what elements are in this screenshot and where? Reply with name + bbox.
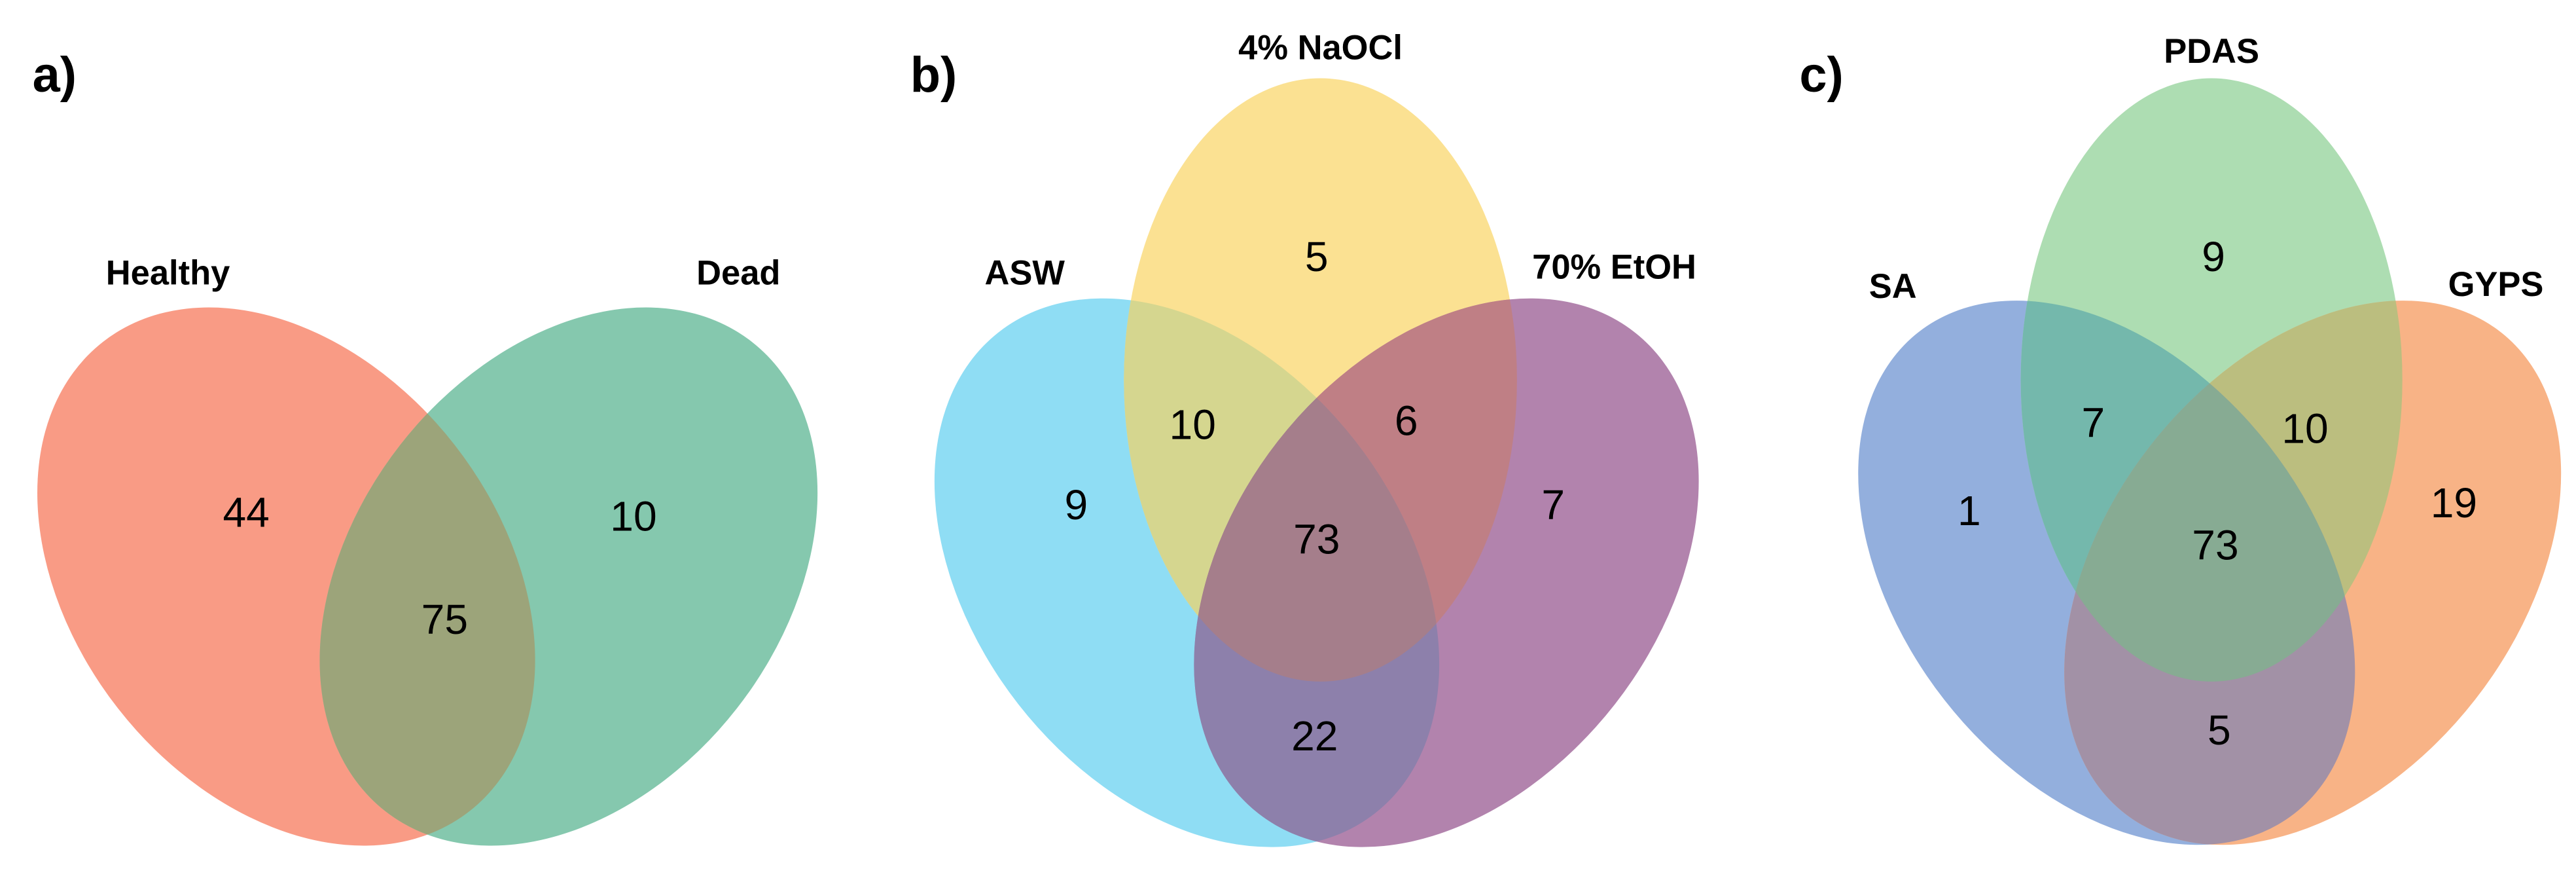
count-asw-naocl: 10 — [1170, 401, 1216, 449]
venn-panel-a: a) Healthy Dead 44 10 75 — [33, 47, 818, 846]
count-pdas-only: 9 — [2202, 233, 2225, 280]
venn-panel-b: b) 4% NaOCl ASW 70% EtOH 5 9 7 10 6 73 2… — [910, 28, 1699, 847]
panel-letter-c: c) — [1799, 47, 1843, 103]
count-sa-pdas: 7 — [2082, 399, 2105, 447]
set-label-gyps: GYPS — [2448, 265, 2544, 304]
count-all-three-b: 73 — [1293, 516, 1340, 563]
region-sa-pdas-gyps — [2064, 301, 2403, 682]
count-sa-gyps: 5 — [2208, 707, 2231, 754]
count-all-three-c: 73 — [2192, 521, 2238, 568]
count-dead-only: 10 — [610, 493, 656, 540]
set-label-asw: ASW — [984, 253, 1065, 292]
set-label-pdas: PDAS — [2164, 32, 2259, 71]
count-healthy-only: 44 — [223, 489, 269, 536]
set-label-sa: SA — [1869, 267, 1917, 306]
panel-letter-a: a) — [33, 47, 77, 103]
venn-panel-c: c) PDAS SA GYPS 9 1 19 7 10 73 5 — [1799, 32, 2562, 845]
count-sa-only: 1 — [1958, 487, 1981, 534]
panel-letter-b: b) — [910, 47, 957, 103]
set-label-dead: Dead — [696, 253, 780, 292]
set-label-naocl: 4% NaOCl — [1238, 28, 1403, 67]
count-pdas-gyps: 10 — [2281, 405, 2328, 452]
count-asw-only: 9 — [1065, 481, 1088, 528]
count-healthy-dead: 75 — [421, 596, 468, 643]
count-naocl-only: 5 — [1305, 233, 1329, 280]
set-label-etoh: 70% EtOH — [1532, 248, 1696, 287]
set-label-healthy: Healthy — [106, 253, 230, 292]
count-gyps-only: 19 — [2431, 479, 2477, 526]
count-asw-etoh: 22 — [1291, 712, 1338, 760]
count-naocl-etoh: 6 — [1395, 397, 1418, 445]
count-etoh-only: 7 — [1541, 481, 1565, 528]
